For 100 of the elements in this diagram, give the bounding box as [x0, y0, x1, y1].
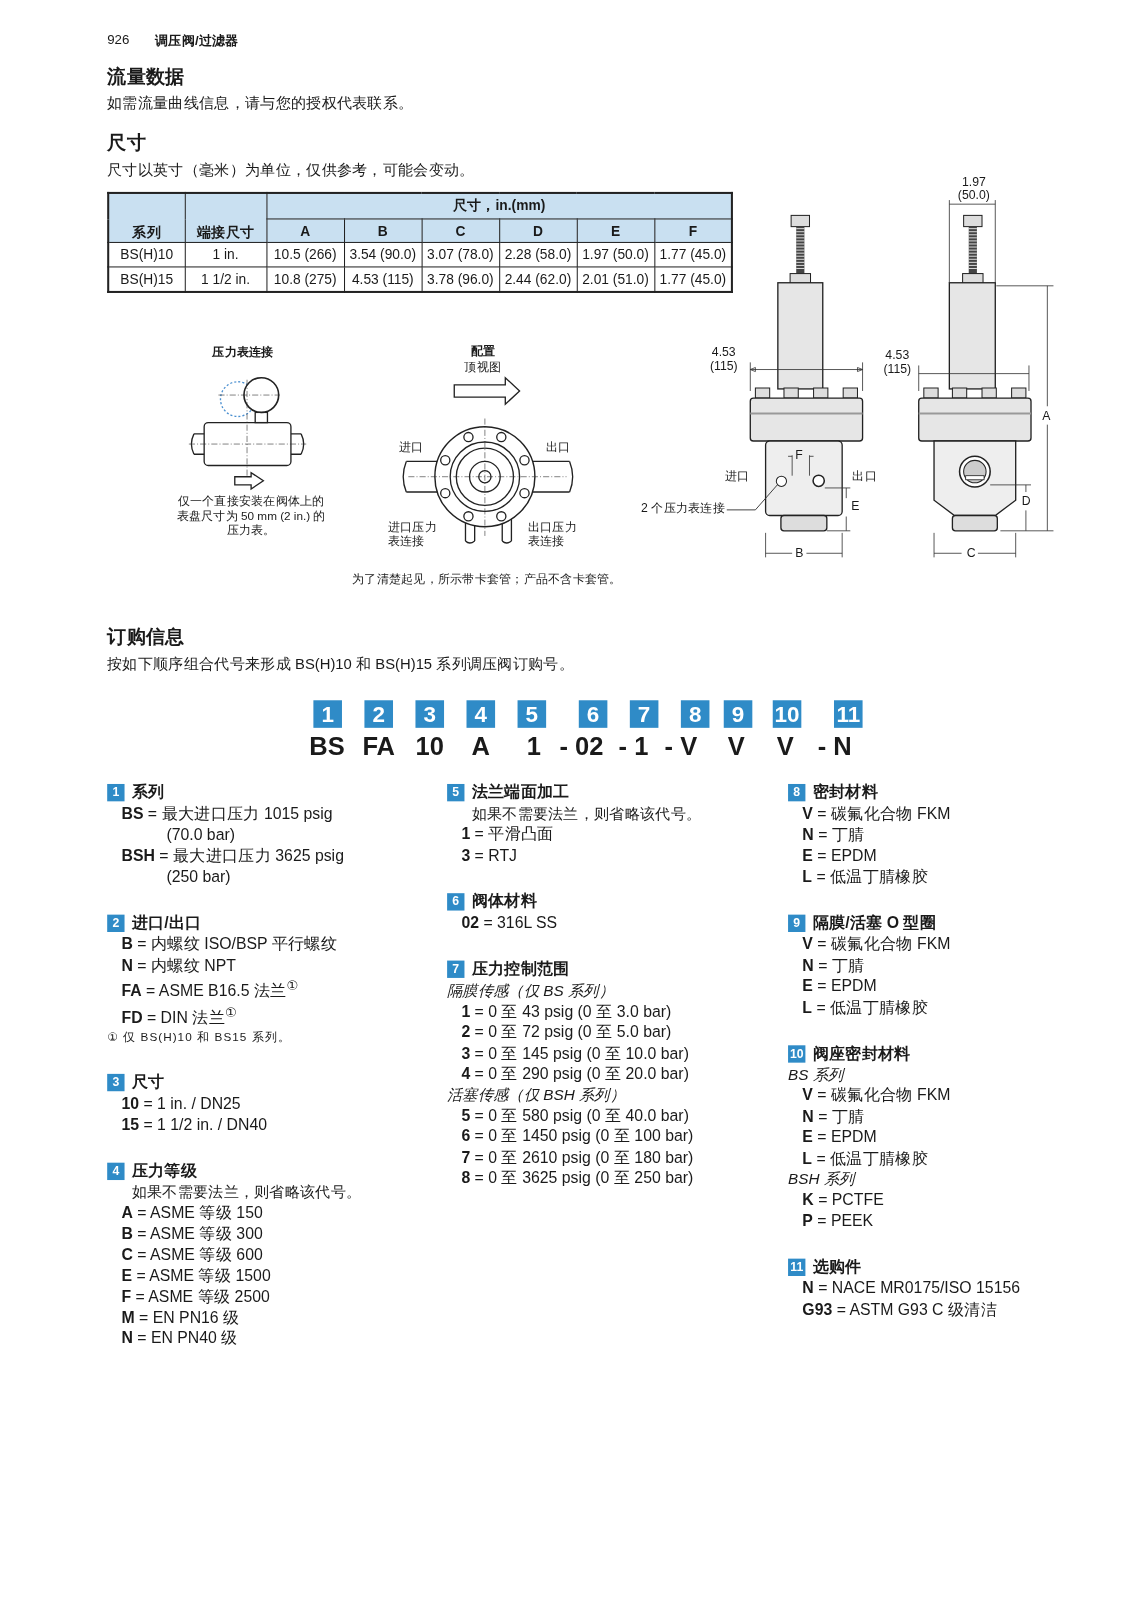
option-entry: N = 丁腈 — [801, 955, 866, 976]
step-number: 6 — [578, 700, 608, 728]
option-entry: 8 = 0 至 3625 psig (0 至 250 bar) — [460, 1167, 695, 1189]
option-entry: E = EPDM — [801, 975, 878, 997]
option-entry: V = 碳氟化合物 FKM — [801, 1085, 952, 1106]
option-entry: L = 低温丁腈橡胶 — [801, 1147, 930, 1169]
table-header: D — [499, 218, 577, 243]
option-entry: E = ASME 等级 1500 — [120, 1265, 272, 1286]
caption: 仅一个直接安装在阀体上的表盘尺寸为 50 mm (2 in.) 的压力表。 — [175, 494, 327, 537]
gauge-port — [775, 475, 787, 487]
option-entry: E = EPDM — [801, 845, 878, 866]
option-entry: L = 低温丁腈橡胶 — [801, 996, 930, 1018]
part-label: 出口 — [852, 467, 877, 485]
drawing-title: 配置 — [470, 343, 496, 361]
table-header: C — [421, 218, 500, 243]
step-number: 1 — [107, 783, 125, 801]
subheading: BSH 系列 — [788, 1168, 857, 1190]
dimension-label: 4.53 (115) — [882, 349, 913, 376]
option-entry: P = PEEK — [801, 1210, 875, 1231]
option-entry: B = 内螺纹 ISO/BSP 平行螺纹 — [120, 934, 339, 955]
callout-label: 2 个压力表连接 — [641, 500, 725, 518]
option-entry: FA = ASME B16.5 法兰$^{①}$ — [120, 976, 300, 1002]
option-entry: B = ASME 等级 300 — [120, 1223, 264, 1245]
step-number: 2 — [364, 700, 393, 728]
dimension-label: E — [851, 499, 860, 514]
order-code: - 02 — [559, 731, 604, 762]
order-code: - N — [817, 731, 852, 762]
dimension-label: 4.53 (115) — [708, 346, 739, 373]
step-number: 8 — [788, 783, 806, 801]
dimension-label: F — [795, 448, 803, 463]
option-entry: A = ASME 等级 150 — [120, 1202, 264, 1224]
order-code: V — [727, 731, 745, 762]
step-number: 8 — [680, 700, 710, 728]
option-heading: 阀体材料 — [471, 890, 537, 911]
option-entry: C = ASME 等级 600 — [120, 1244, 264, 1266]
option-entry: F = ASME 等级 2500 — [120, 1286, 271, 1307]
option-heading: 压力控制范围 — [471, 958, 570, 979]
step-number: 4 — [107, 1162, 125, 1180]
page-number: 926 — [107, 31, 130, 47]
table-header: E — [576, 218, 655, 243]
table-header: B — [344, 218, 422, 243]
option-entry: BS = 最大进口压力 1015 psig (70.0 bar) — [120, 803, 334, 845]
dimension-label: A — [1042, 408, 1051, 423]
caption: 为了清楚起见，所示带卡套管；产品不含卡套管。 — [352, 570, 622, 588]
step-number: 5 — [517, 700, 547, 728]
option-entry: E = EPDM — [801, 1127, 878, 1148]
option-entry: FD = DIN 法兰$^{①}$ — [120, 1003, 238, 1028]
option-entry: 5 = 0 至 580 psig (0 至 40.0 bar) — [460, 1105, 690, 1126]
step-number: 2 — [107, 914, 125, 932]
step-number: 4 — [466, 700, 496, 728]
option-entry: N = 丁腈 — [801, 1106, 866, 1127]
order-code: - 1 — [618, 731, 649, 762]
order-code: BS — [309, 731, 345, 762]
option-entry: N = 丁腈 — [801, 824, 866, 845]
section-heading: 尺寸 — [107, 130, 146, 156]
subheading: BS 系列 — [788, 1064, 846, 1086]
option-heading: 密封材料 — [812, 781, 878, 802]
step-number: 7 — [629, 700, 659, 728]
page-header: 调压阀/过滤器 — [155, 31, 239, 50]
note: 如果不需要法兰，则省略该代号。 — [130, 1182, 363, 1203]
step-number: 6 — [447, 892, 465, 911]
drawing-title: 压力表连接 — [212, 344, 274, 362]
option-entry: V = 碳氟化合物 FKM — [801, 803, 952, 824]
order-code: A — [471, 731, 491, 762]
drawing-subtitle: 顶视图 — [464, 358, 502, 376]
leader-line — [726, 484, 778, 511]
step-number: 11 — [788, 1258, 806, 1276]
option-entry: 3 = RTJ — [460, 844, 518, 866]
option-entry: BSH = 最大进口压力 3625 psig (250 bar) — [120, 845, 345, 887]
step-number: 10 — [772, 700, 802, 728]
order-code: FA — [362, 731, 395, 762]
step-number: 1 — [313, 700, 342, 728]
order-code: 10 — [415, 731, 444, 762]
section-heading: 订购信息 — [107, 624, 185, 650]
body-text: 如需流量曲线信息，请与您的授权代表联系。 — [107, 93, 414, 114]
option-heading: 进口/出口 — [131, 912, 202, 933]
table-header: 系列 — [108, 192, 185, 243]
option-entry: 7 = 0 至 2610 psig (0 至 180 bar) — [460, 1146, 695, 1168]
option-entry: 10 = 1 in. / DN25 — [120, 1093, 242, 1114]
step-number: 9 — [788, 914, 806, 932]
note: 如果不需要法兰，则省略该代号。 — [470, 803, 703, 824]
step-number: 3 — [415, 700, 445, 728]
option-entry: M = EN PN16 级 — [120, 1307, 241, 1328]
option-entry: N = NACE MR0175/ISO 15156 — [801, 1278, 1022, 1299]
footnote: ① 仅 BS(H)10 和 BS15 系列。 — [107, 1030, 293, 1046]
dimension-label: C — [966, 546, 976, 561]
option-entry: V = 碳氟化合物 FKM — [801, 934, 952, 955]
body-text: 按如下顺序组合代号来形成 BS(H)10 和 BS(H)15 系列调压阀订购号。 — [107, 654, 574, 674]
option-entry: 2 = 0 至 72 psig (0 至 5.0 bar) — [460, 1021, 673, 1043]
section-heading: 流量数据 — [107, 64, 185, 89]
order-code: - V — [664, 731, 698, 762]
part-label: 进口 — [399, 438, 424, 457]
option-entry: 1 = 0 至 43 psig (0 至 3.0 bar) — [460, 1000, 673, 1022]
step-number: 7 — [447, 960, 465, 978]
table-header: 端接尺寸 — [184, 192, 267, 243]
step-number: 3 — [107, 1073, 125, 1092]
subheading: 活塞传感（仅 BSH 系列） — [447, 1084, 626, 1105]
subheading: 隔膜传感（仅 BS 系列） — [447, 980, 615, 1001]
option-heading: 阀座密封材料 — [812, 1042, 911, 1064]
option-heading: 系列 — [131, 781, 165, 802]
